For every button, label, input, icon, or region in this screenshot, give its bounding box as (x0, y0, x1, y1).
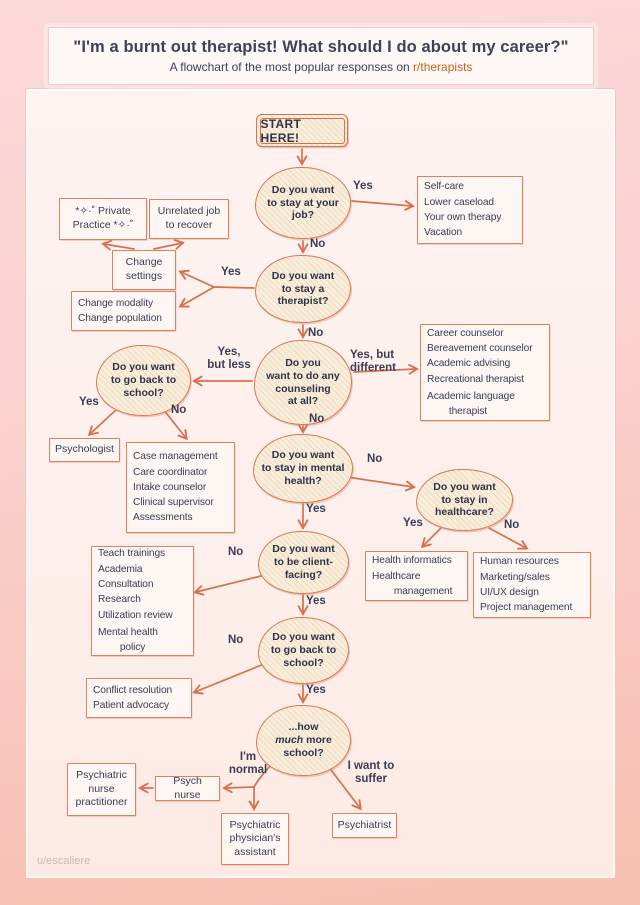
decision-client-facing: Do you want to be client- facing? (258, 531, 349, 594)
list-item: Academia (98, 563, 143, 575)
edge-label-no-school-2: No (228, 634, 244, 646)
edge-label-yes-but-different: Yes, but different (350, 349, 396, 375)
author-watermark: u/escaliere (37, 855, 91, 867)
list-item: Care coordinator (133, 466, 208, 478)
list-item: Change modality (78, 297, 153, 309)
list-item: Health informatics (372, 554, 452, 566)
subtitle-text: A flowchart of the most popular response… (169, 60, 414, 74)
subreddit-link[interactable]: r/therapists (413, 60, 473, 74)
edge-label-i-want-to-suffer: I want to suffer (347, 760, 395, 786)
outcome-self-care: Self-care Lower caseload Your own therap… (417, 176, 523, 244)
outcome-adjacent-roles: Case management Care coordinator Intake … (126, 442, 235, 533)
edge-label-yes-healthcare: Yes (403, 517, 423, 529)
how-much-em: much (275, 734, 304, 747)
list-item: Self-care (424, 181, 464, 193)
list-item: Academic language therapist (427, 390, 515, 418)
list-item: Assessments (133, 512, 193, 524)
outcome-non-healthcare: Human resources Marketing/sales UI/UX de… (473, 552, 591, 618)
edge-label-yes-client-facing: Yes (306, 595, 326, 607)
list-item: Teach trainings (98, 548, 166, 560)
edge-label-no-school-1: No (171, 404, 187, 416)
edge-label-no-client-facing: No (228, 546, 244, 558)
outcome-health-it: Health informatics Healthcare management (365, 551, 468, 601)
outcome-psychiatric-np: Psychiatric nurse practitioner (67, 763, 136, 816)
edge-label-no-mental-health: No (367, 453, 383, 465)
outcome-psychiatrist: Psychiatrist (332, 813, 397, 838)
list-item: Utilization review (98, 609, 173, 621)
list-item: Marketing/sales (480, 571, 550, 583)
outcome-non-client-facing: Teach trainings Academia Consultation Re… (91, 546, 194, 656)
start-node: START HERE! (256, 114, 348, 147)
list-item: Research (98, 594, 141, 606)
edge-label-no-stay-therapist: No (308, 327, 324, 339)
edge-label-yes-but-less: Yes, but less (207, 346, 251, 372)
list-item: Vacation (424, 227, 463, 239)
list-item: Intake counselor (133, 481, 207, 493)
list-item: Your own therapy (424, 212, 502, 223)
decision-stay-therapist: Do you want to stay a therapist? (255, 255, 351, 323)
edge-label-yes-school-1: Yes (79, 396, 99, 408)
page-subtitle: A flowchart of the most popular response… (170, 60, 473, 74)
decision-back-to-school-2: Do you want to go back to school? (258, 617, 349, 684)
start-label: START HERE! (259, 117, 345, 145)
decision-stay-mental-health: Do you want to stay in mental health? (253, 434, 353, 503)
outcome-change-modality: Change modality Change population (71, 291, 176, 331)
list-item: Project management (480, 602, 573, 614)
list-item: Patient advocacy (93, 700, 169, 711)
how-much-pre: ...how (288, 721, 319, 734)
how-much-post: more school? (283, 734, 332, 759)
list-item: Career counselor (427, 327, 504, 339)
list-item: UI/UX design (480, 587, 539, 598)
list-item: Case management (133, 451, 218, 463)
list-item: Healthcare management (372, 570, 453, 598)
decision-stay-job: Do you want to stay at your job? (255, 167, 351, 239)
decision-stay-healthcare: Do you want to stay in healthcare? (416, 469, 513, 531)
outcome-unrelated-job: Unrelated job to recover (149, 199, 229, 239)
outcome-advocacy: Conflict resolution Patient advocacy (86, 678, 192, 718)
outcome-different-counseling: Career counselor Bereavement counselor A… (420, 324, 550, 421)
decision-any-counseling: Do you want to do any counseling at all? (254, 340, 352, 425)
list-item: Lower caseload (424, 196, 494, 208)
list-item: Conflict resolution (93, 684, 173, 696)
list-item: Recreational therapist (427, 373, 524, 385)
outcome-private-practice: *✧·˚ Private Practice *✧·˚ (59, 198, 147, 240)
edge-label-no-any-counseling: No (309, 413, 325, 425)
list-item: Academic advising (427, 358, 511, 370)
edge-label-yes-school-2: Yes (306, 684, 326, 696)
list-item: Human resources (480, 556, 559, 568)
edge-label-no-stay-job: No (310, 238, 326, 250)
edge-label-no-healthcare: No (504, 519, 520, 531)
title-card: "I'm a burnt out therapist! What should … (48, 27, 594, 85)
edge-label-yes-mental-health: Yes (306, 503, 326, 515)
list-item: Consultation (98, 579, 154, 591)
outcome-psychologist: Psychologist (49, 438, 120, 462)
page-title: "I'm a burnt out therapist! What should … (73, 38, 569, 56)
list-item: Bereavement counselor (427, 342, 533, 354)
outcome-change-settings: Change settings (112, 250, 176, 290)
outcome-psych-nurse: Psych nurse (155, 775, 220, 801)
list-item: Mental health policy (98, 626, 158, 654)
edge-label-yes-stay-job: Yes (353, 180, 373, 192)
list-item: Clinical supervisor (133, 497, 214, 509)
decision-back-to-school-1: Do you want to go back to school? (96, 345, 191, 416)
outcome-psychiatric-pa: Psychiatric physician's assistant (221, 813, 289, 865)
how-much-text: ...how much more school? (275, 721, 332, 759)
list-item: Change population (78, 313, 162, 324)
edge-label-im-normal: I'm normal (228, 751, 268, 777)
edge-label-yes-stay-therapist: Yes (221, 266, 241, 278)
